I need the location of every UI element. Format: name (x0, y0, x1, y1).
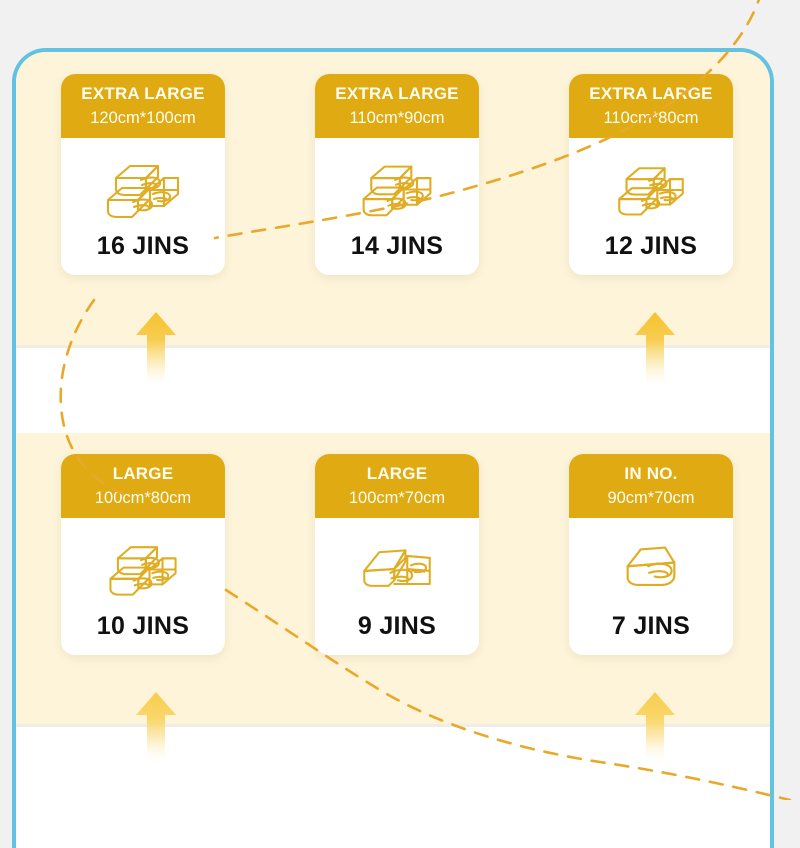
card-dimensions: 120cm*100cm (90, 108, 196, 127)
card-body: 16 JINS (61, 137, 225, 275)
infographic-stage: EXTRA LARGE 120cm*100cm (12, 0, 792, 848)
card-weight: 9 JINS (357, 611, 437, 640)
card-header: LARGE 100cm*80cm (61, 454, 225, 518)
card-dimensions: 100cm*70cm (348, 488, 446, 507)
card-header: IN NO. 90cm*70cm (569, 454, 733, 518)
extra-large-row: EXTRA LARGE 120cm*100cm (16, 74, 770, 310)
card-header: EXTRA LARGE 110cm*80cm (569, 74, 733, 138)
stacked-quilts-three-icon (356, 150, 438, 230)
card-weight: 12 JINS (604, 231, 698, 260)
large-row: LARGE 100cm*80cm (16, 454, 770, 690)
card-body: 12 JINS (569, 137, 733, 275)
up-arrow-right-bottom (633, 690, 677, 768)
card-weight: 7 JINS (611, 611, 691, 640)
size-card[interactable]: EXTRA LARGE 110cm*80cm (569, 74, 733, 275)
card-header: EXTRA LARGE 120cm*100cm (61, 74, 225, 138)
card-body: 9 JINS (315, 517, 479, 655)
folded-quilt-single-icon (620, 530, 682, 610)
card-title: EXTRA LARGE (589, 84, 713, 103)
card-title: IN NO. (624, 464, 678, 483)
card-body: 14 JINS (315, 137, 479, 275)
size-chart-panel: EXTRA LARGE 120cm*100cm (12, 48, 774, 848)
band-divider (16, 345, 770, 348)
up-arrow-right-top (633, 310, 677, 388)
card-title: EXTRA LARGE (81, 84, 205, 103)
card-header: LARGE 100cm*70cm (315, 454, 479, 518)
stacked-quilts-three-icon (100, 150, 186, 230)
card-title: LARGE (112, 464, 174, 483)
stacked-quilts-three-icon (612, 150, 690, 230)
size-card[interactable]: LARGE 100cm*80cm (61, 454, 225, 655)
size-card[interactable]: EXTRA LARGE 110cm*90cm (315, 74, 479, 275)
stacked-quilts-three-icon (103, 530, 183, 610)
card-dimensions: 110cm*90cm (349, 108, 445, 127)
card-weight: 14 JINS (350, 231, 444, 260)
background-band-white-upper (16, 345, 770, 433)
up-arrow-left-top (134, 310, 178, 388)
card-title: EXTRA LARGE (335, 84, 459, 103)
card-body: 7 JINS (569, 517, 733, 655)
card-header: EXTRA LARGE 110cm*90cm (315, 74, 479, 138)
card-title: LARGE (366, 464, 428, 483)
card-dimensions: 110cm*80cm (603, 108, 699, 127)
card-weight: 16 JINS (96, 231, 190, 260)
size-card[interactable]: IN NO. 90cm*70cm 7 JINS (569, 454, 733, 655)
size-card[interactable]: EXTRA LARGE 120cm*100cm (61, 74, 225, 275)
card-body: 10 JINS (61, 517, 225, 655)
stacked-quilts-two-icon (356, 530, 438, 610)
up-arrow-left-bottom (134, 690, 178, 768)
size-card[interactable]: LARGE 100cm*70cm (315, 454, 479, 655)
card-weight: 10 JINS (96, 611, 190, 640)
card-dimensions: 100cm*80cm (94, 488, 192, 507)
card-dimensions: 90cm*70cm (607, 488, 695, 507)
